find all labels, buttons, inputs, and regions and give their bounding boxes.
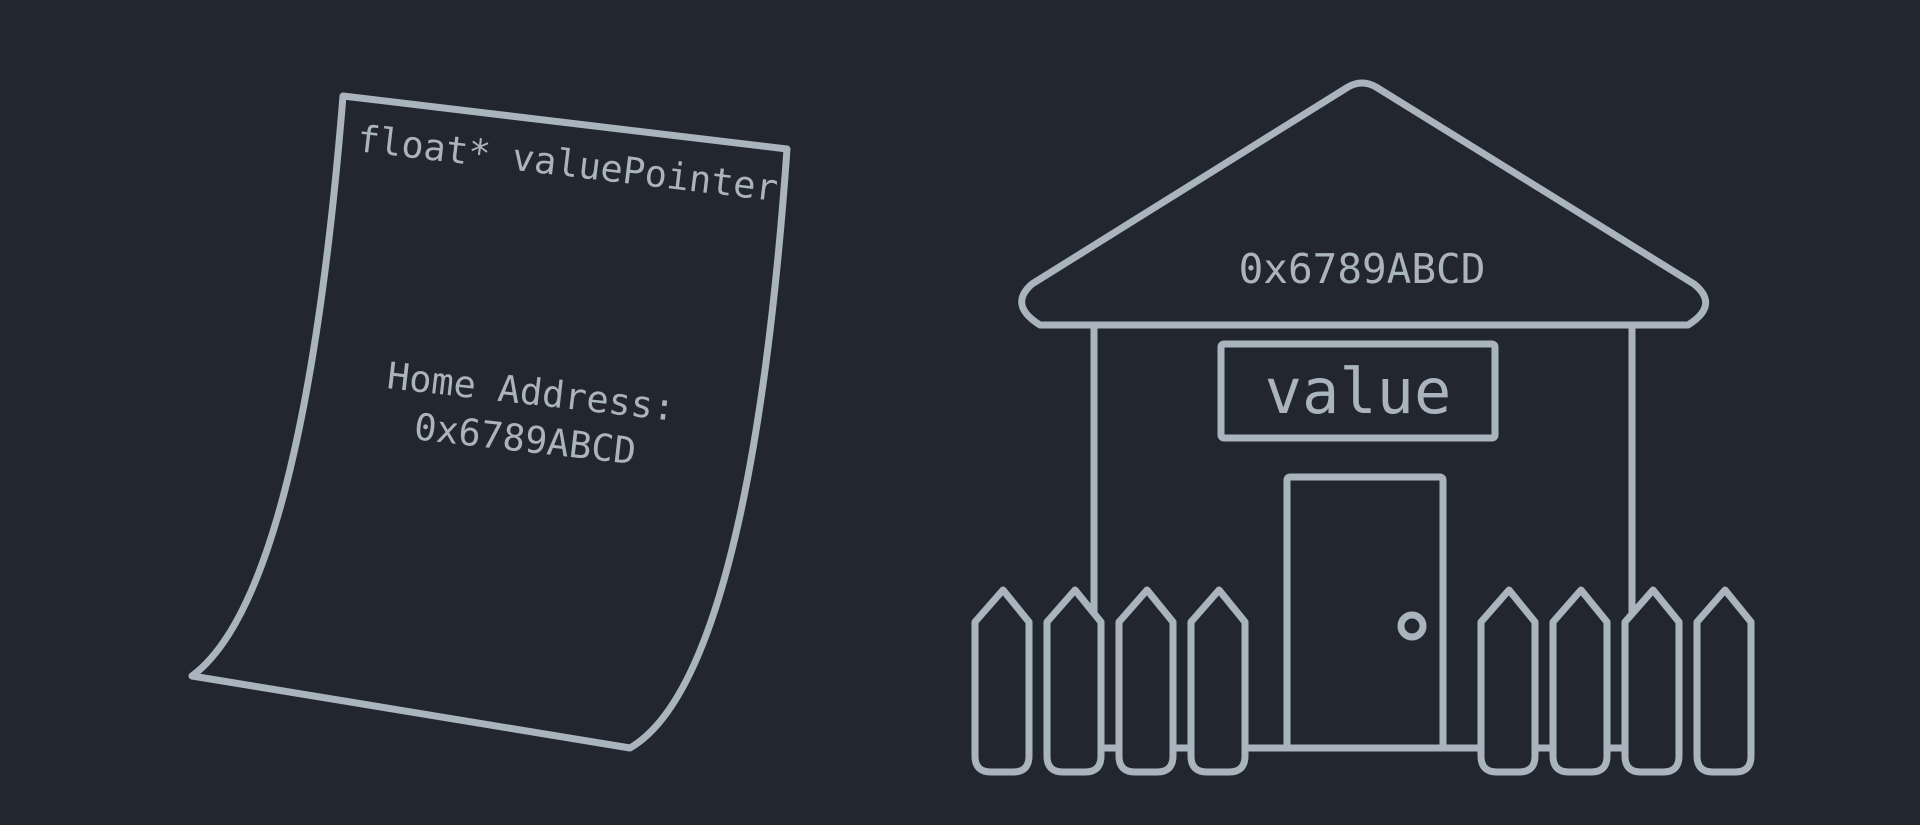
fence-picket <box>1477 586 1539 776</box>
pointer-paper: float* valuePointer Home Address: 0x6789… <box>188 92 791 752</box>
fence-picket <box>1621 586 1683 776</box>
value-sign <box>1217 340 1499 442</box>
fence-picket <box>1693 586 1755 776</box>
house-door <box>1283 473 1447 752</box>
roof-address: 0x6789ABCD <box>1239 245 1486 293</box>
paper-outline <box>188 92 791 752</box>
fence-picket <box>1043 586 1105 776</box>
value-sign-text: value <box>1265 355 1452 428</box>
fence-picket <box>971 586 1033 776</box>
fence <box>971 586 1755 776</box>
fence-picket <box>1187 586 1249 776</box>
fence-picket <box>1549 586 1611 776</box>
memory-house: 0x6789ABCD value <box>971 79 1755 776</box>
door-knob <box>1397 611 1427 641</box>
house-roof <box>1018 79 1709 329</box>
fence-picket <box>1115 586 1177 776</box>
paper-declaration: float* valuePointer <box>355 117 780 210</box>
